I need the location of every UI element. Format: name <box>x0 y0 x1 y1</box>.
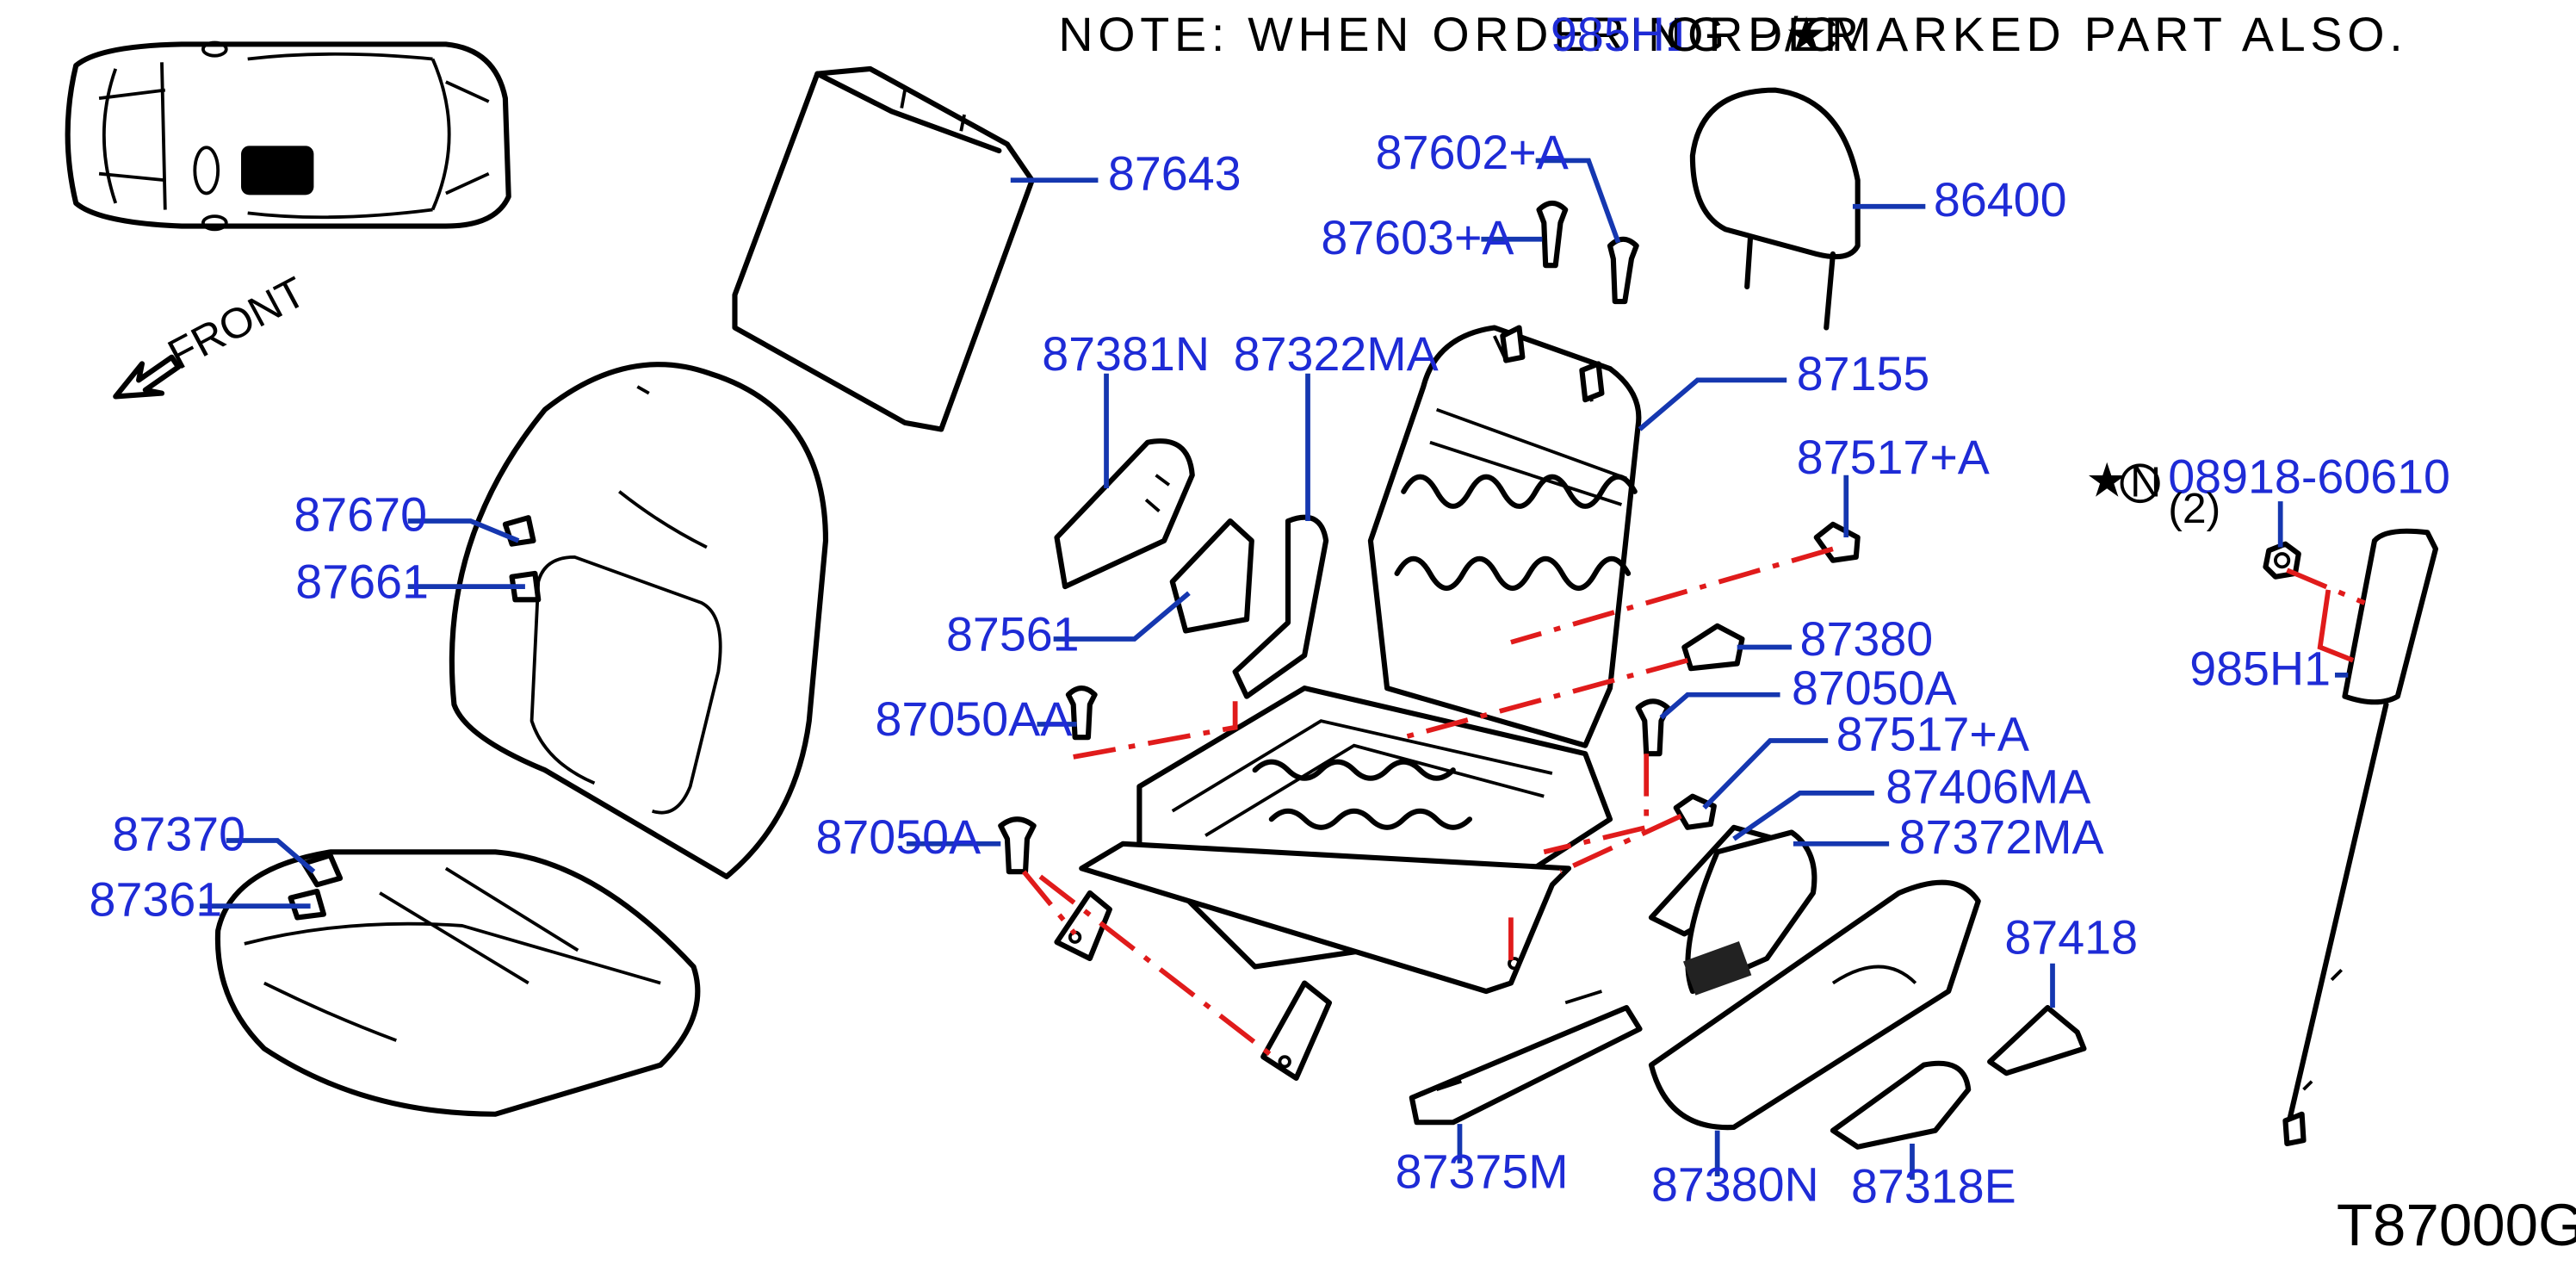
callout-985h1[interactable]: 985H1 <box>2189 642 2331 695</box>
note-star-icon: ★ <box>1785 8 1833 61</box>
assembly-lines <box>1021 546 2366 1064</box>
cover-87381n <box>1054 438 1195 590</box>
callout-87661[interactable]: 87661 <box>295 555 429 609</box>
cover-87380 <box>1681 623 1745 672</box>
leader-lines <box>200 158 2349 1180</box>
seat-back-frame <box>1367 325 1642 748</box>
callout-87561[interactable]: 87561 <box>946 608 1080 661</box>
side-airbag-module <box>2282 528 2439 1147</box>
callout-87380n[interactable]: 87380N <box>1651 1158 1819 1212</box>
callout-labels: 87643 87602+A 87603+A 86400 87381N 87322… <box>90 126 2331 1213</box>
ordering-note: NOTE: WHEN ORDERING P/C 985H1 ORDER ★ MA… <box>1058 8 2407 61</box>
cover-87561 <box>1169 518 1254 634</box>
note-prefix: NOTE: WHEN ORDERING P/C <box>1058 8 1842 61</box>
cover-87322ma <box>1232 514 1329 699</box>
nut-star-icon: ★ <box>2085 454 2133 507</box>
callout-87361[interactable]: 87361 <box>90 873 223 927</box>
callout-87603a[interactable]: 87603+A <box>1321 211 1514 264</box>
finisher-87375m <box>1409 990 1643 1126</box>
callout-87370[interactable]: 87370 <box>112 808 245 861</box>
nut-quantity: (2) <box>2168 484 2220 532</box>
nut-circle-letter: N <box>2130 458 2161 506</box>
callout-87670[interactable]: 87670 <box>294 488 427 542</box>
seat-back-cover <box>449 362 829 879</box>
callout-87375m[interactable]: 87375M <box>1396 1145 1569 1199</box>
callout-87050a-left[interactable]: 87050A <box>815 810 981 864</box>
cover-87372ma <box>1683 829 1817 996</box>
seat-location-marker <box>241 146 314 195</box>
callout-87406ma[interactable]: 87406MA <box>1886 760 2090 813</box>
front-direction-icon: FRONT <box>113 267 313 400</box>
front-label: FRONT <box>160 267 313 378</box>
bolt-87050a-left-icon <box>998 816 1037 875</box>
callout-87318e[interactable]: 87318E <box>1851 1160 2016 1213</box>
callout-87380[interactable]: 87380 <box>1800 612 1934 666</box>
seat-cushion <box>214 849 701 1117</box>
callout-87517a-upper[interactable]: 87517+A <box>1797 431 1990 484</box>
callout-87050aa[interactable]: 87050AA <box>876 692 1073 746</box>
callout-87517a-lower[interactable]: 87517+A <box>1836 708 2029 761</box>
seat-cushion-frame <box>1054 686 1613 1081</box>
bolt-87050aa-icon <box>1065 686 1098 741</box>
finisher-87380n <box>1648 879 1981 1131</box>
note-suffix: ORDER <box>1666 8 1864 61</box>
vehicle-top-view-icon <box>65 40 511 232</box>
head-rest <box>1689 87 1861 331</box>
callout-87155[interactable]: 87155 <box>1797 347 1930 400</box>
callout-87418[interactable]: 87418 <box>2004 910 2138 964</box>
callout-87050a-right[interactable]: 87050A <box>1792 661 1957 715</box>
callout-nut-08918[interactable]: ★ N 08918-60610 (2) <box>2085 450 2450 532</box>
callout-87381n[interactable]: 87381N <box>1042 327 1210 381</box>
clip-87517a-upper <box>1813 521 1861 563</box>
nut-circle-icon <box>2120 463 2160 504</box>
callout-87602a[interactable]: 87602+A <box>1376 126 1569 179</box>
callout-87643[interactable]: 87643 <box>1108 147 1242 201</box>
nut-part-number: 08918-60610 <box>2168 450 2450 504</box>
diagram-code: T87000G6 <box>2337 1192 2576 1258</box>
callout-87322ma[interactable]: 87322MA <box>1234 327 1439 381</box>
callout-87372ma[interactable]: 87372MA <box>1899 810 2104 864</box>
head-rest-guides <box>1536 200 1639 305</box>
seat-back-pad <box>732 65 1035 432</box>
bolt-87050a-right-icon <box>1635 698 1671 757</box>
knob-87418 <box>1987 1005 2087 1076</box>
note-part-code: 985H1 <box>1551 8 1692 61</box>
callout-86400[interactable]: 86400 <box>1934 173 2067 226</box>
lever-87318e <box>1830 1060 1972 1150</box>
note-marked: MARKED PART ALSO. <box>1831 8 2407 61</box>
